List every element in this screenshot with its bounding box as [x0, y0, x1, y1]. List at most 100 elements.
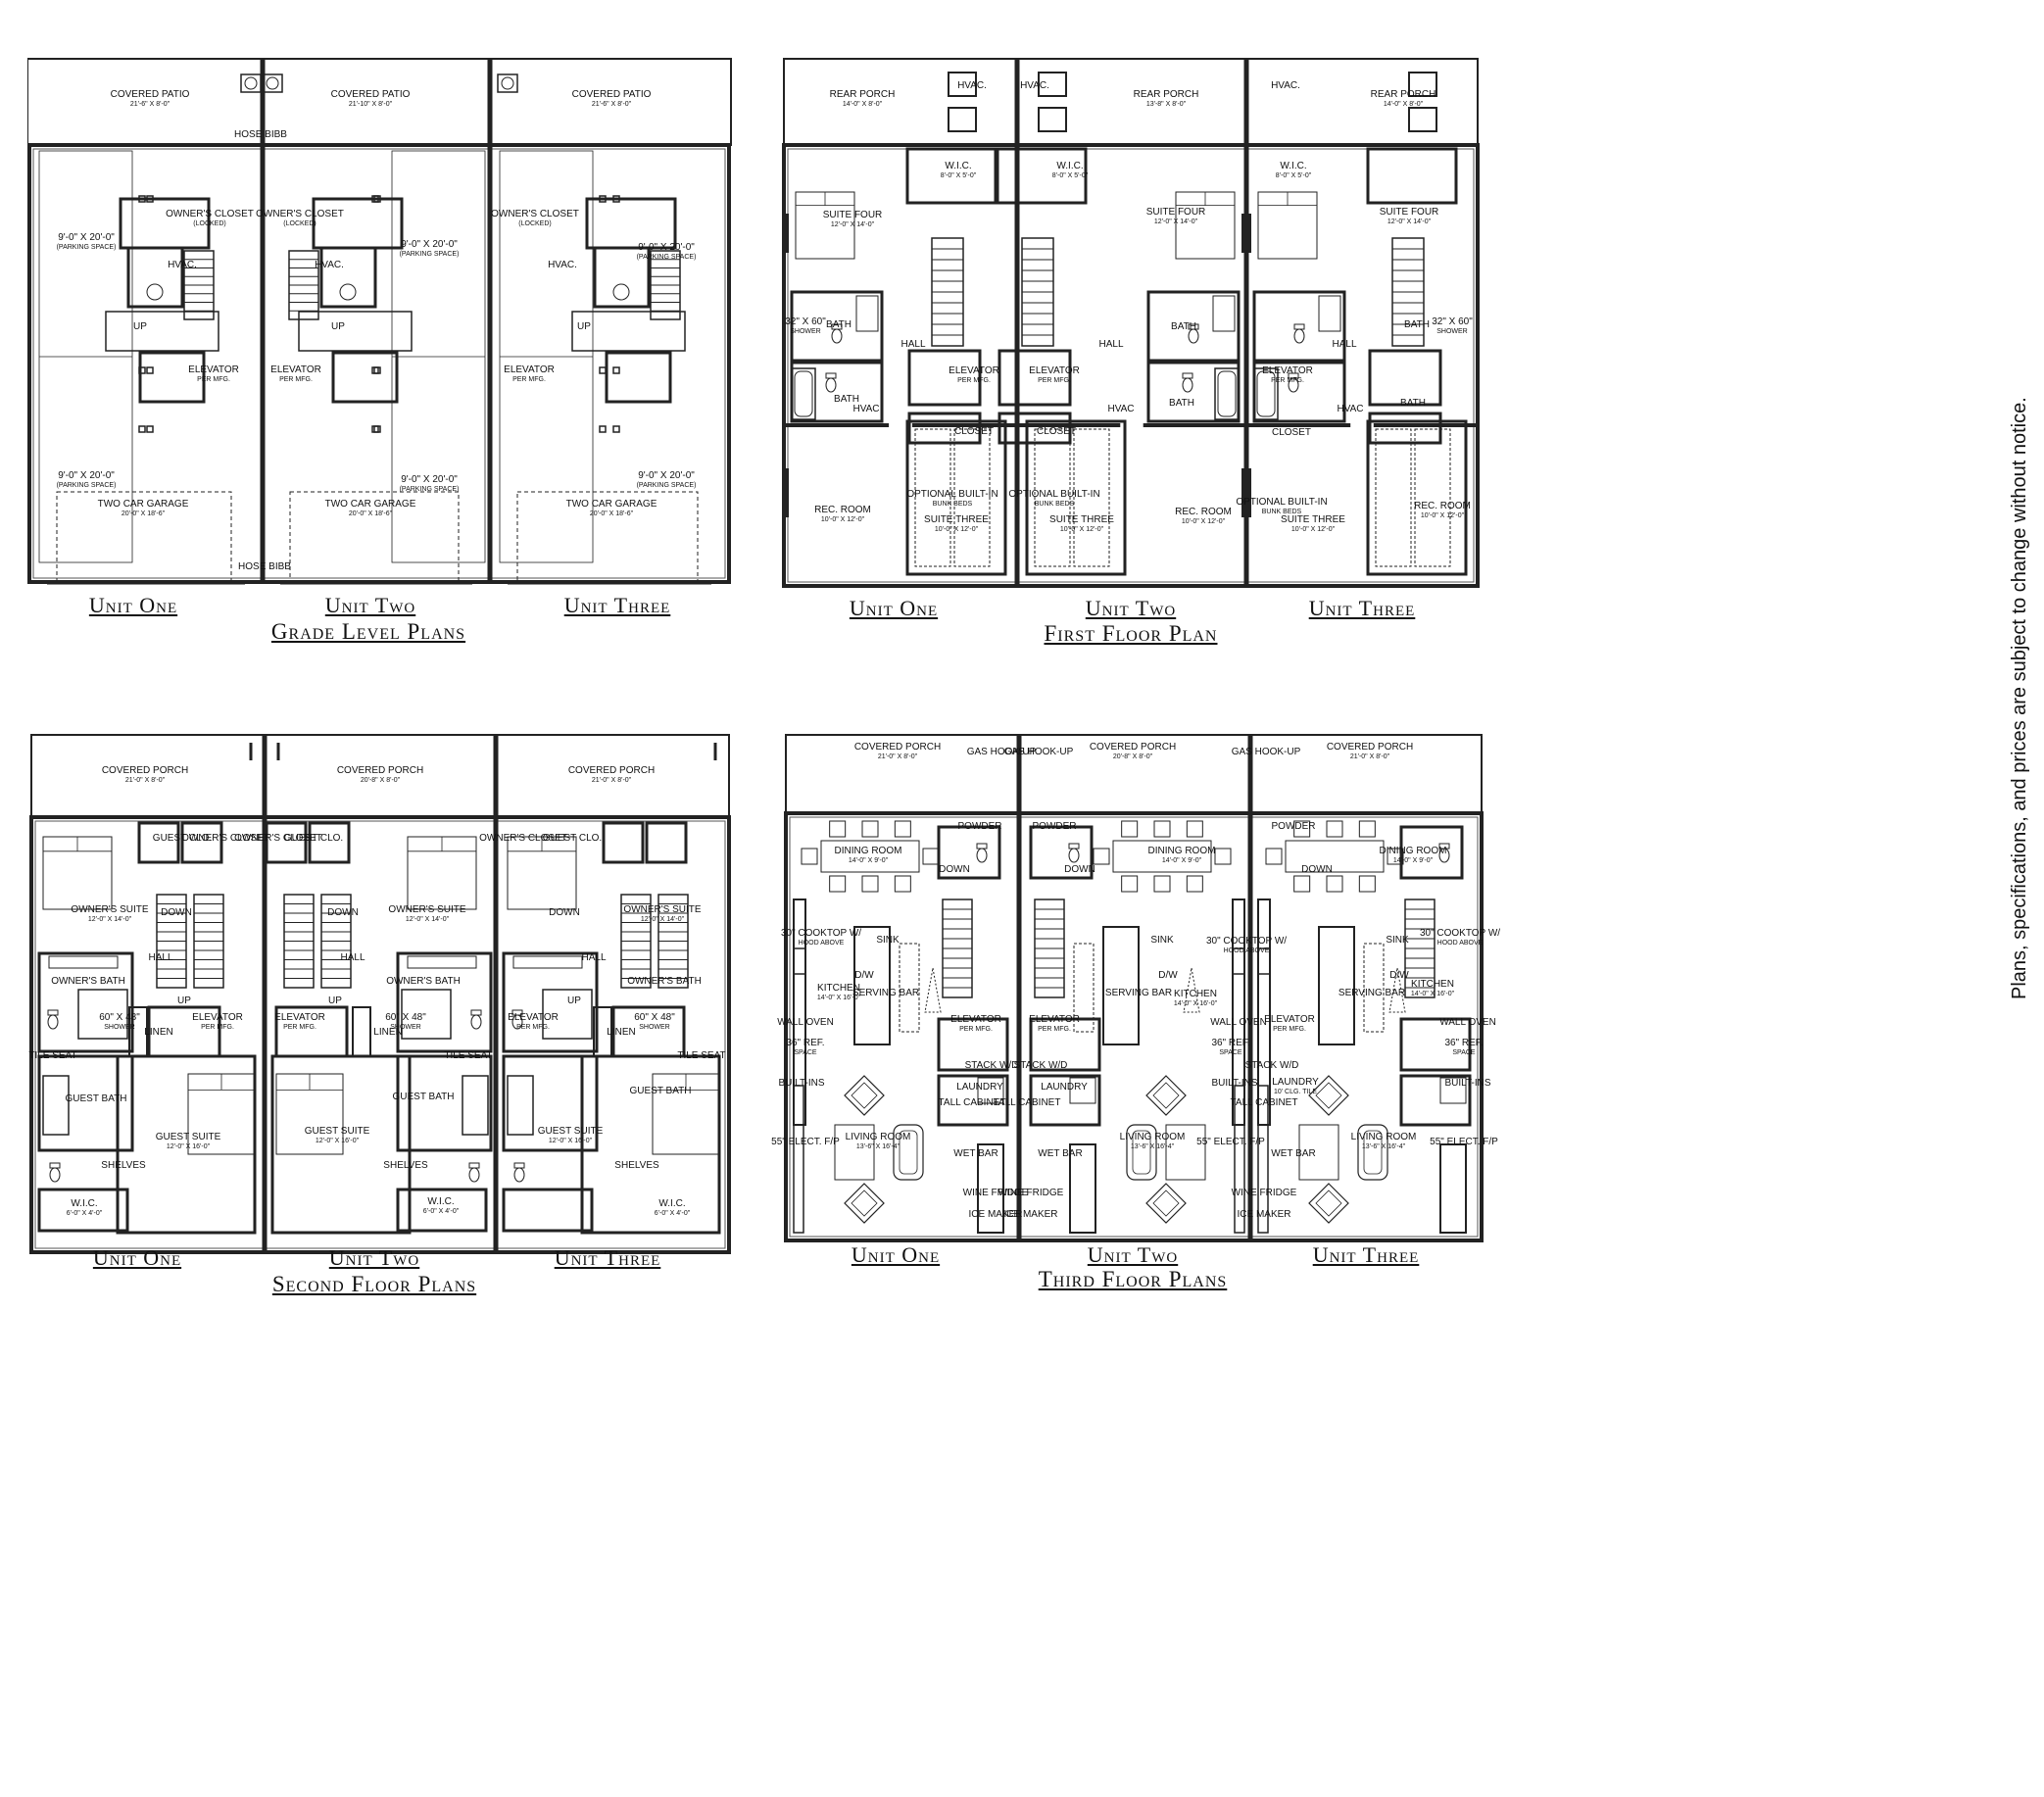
- toilet-tank: [468, 1162, 480, 1169]
- stair-landing: [105, 311, 219, 352]
- room-name: 36" Ref.: [1444, 1038, 1484, 1048]
- dining-chair: [1153, 875, 1171, 893]
- lounge-chair-seat: [1315, 1190, 1342, 1217]
- room-name: Up: [567, 996, 581, 1006]
- dining-chair: [1093, 848, 1110, 865]
- dining-chair: [1214, 848, 1232, 865]
- room-dimension: 14'-0" x 16'-0": [1410, 991, 1455, 997]
- room-dimension: 10'-0" x 12'-0": [1059, 526, 1104, 533]
- room-name: Stack W/D: [1244, 1060, 1299, 1071]
- room-name: Owner's Closet: [256, 209, 344, 219]
- room-name: Covered Patio: [110, 89, 190, 100]
- room-dimension: Space: [1452, 1049, 1476, 1056]
- room-name: HVAC.: [1271, 80, 1300, 91]
- cooktop: [1257, 947, 1271, 975]
- bath-room: [1146, 290, 1241, 363]
- room-name: Linen: [607, 1027, 636, 1038]
- room-name: 36" Ref.: [786, 1038, 825, 1048]
- sofa: [1357, 1124, 1388, 1181]
- elevator-shaft: [1029, 1017, 1101, 1072]
- elevator-label: ElevatorPer Mfg.: [270, 365, 321, 385]
- dining-chair: [829, 875, 847, 893]
- bunk-beds-label: Optional Built-InBunk Beds: [1008, 490, 1099, 510]
- room-name: Suite Four: [1145, 207, 1206, 218]
- room-dimension: Per Mfg.: [197, 376, 230, 383]
- room-name: Hall: [900, 339, 926, 350]
- closet-label: Closet: [1272, 428, 1311, 438]
- sink-label: Sink: [876, 936, 899, 946]
- kitchen-island: [1102, 926, 1140, 1045]
- room-name: Serving Bar: [1338, 988, 1406, 998]
- room-name: Guest Bath: [629, 1086, 692, 1096]
- dining-chair: [1121, 820, 1139, 838]
- stack-washer-dryer: [977, 1077, 1004, 1104]
- hvac-label: HVAC.: [957, 81, 987, 91]
- lounge-chair: [1308, 1075, 1349, 1116]
- room-name: 30" Cooktop w/: [1419, 928, 1501, 939]
- room-name: Shelves: [383, 1160, 428, 1171]
- two-car-garage-label: Two Car Garage20'-0" x 18'-6": [566, 500, 657, 519]
- linen-closet: [352, 1006, 371, 1057]
- hose-bibb-label: Hose Bibb: [238, 562, 291, 572]
- room-name: Elevator: [270, 364, 321, 375]
- room-name: Serving Bar: [852, 988, 920, 998]
- room-name: HVAC.: [1020, 80, 1049, 91]
- room-name: Suite Three: [924, 514, 989, 525]
- room-name: HVAC: [1107, 404, 1135, 414]
- room-dimension: Per Mfg.: [1038, 1026, 1071, 1033]
- dining-table: [1112, 840, 1212, 873]
- hvac-unit: [1038, 72, 1067, 97]
- room-dimension: 12'-0" x 14'-0": [87, 916, 132, 923]
- wet-bar-label: Wet Bar: [1038, 1149, 1082, 1159]
- column: [146, 366, 154, 374]
- room-name: Down: [1064, 864, 1095, 875]
- room-name: Hose Bibb: [234, 129, 287, 140]
- room-dimension: Hood Above: [1223, 947, 1270, 954]
- room-name: Gas Hook-Up: [966, 747, 1037, 757]
- room-dimension: 6'-0" x 4'-0": [654, 1210, 691, 1217]
- dining-chair: [1387, 848, 1404, 865]
- guest-bath-label: Guest Bath: [393, 1093, 455, 1102]
- room-name: HVAC.: [548, 260, 577, 270]
- room-dimension: 13'-8" x 8'-0": [1145, 101, 1187, 108]
- living-room-label: Living Room13'-6" x 16'-4": [1120, 1133, 1186, 1152]
- elevator-label: ElevatorPer Mfg.: [274, 1013, 325, 1033]
- column: [146, 195, 154, 203]
- room-name: Covered Porch: [1089, 742, 1177, 753]
- owners-closet: [585, 197, 677, 250]
- built-ins: [793, 1085, 804, 1234]
- room-name: Wine Fridge: [1231, 1188, 1297, 1198]
- room-name: Hall: [1332, 339, 1357, 350]
- grade-level-plans: Unit One Unit Two Unit Three Grade Level…: [27, 57, 733, 651]
- sofa-cushion: [899, 1130, 918, 1175]
- linen-label: Linen: [373, 1028, 402, 1038]
- building-outline: [782, 143, 1480, 588]
- cooktop: [793, 947, 806, 975]
- column: [373, 366, 381, 374]
- parking-space-label: 9'-0" x 20'-0"(Parking Space): [57, 233, 117, 253]
- down-label: Down: [327, 908, 359, 918]
- third-floor-plans: Unit One Unit Two Unit Three Third Floor…: [771, 733, 1500, 1301]
- room-dimension: 12'-0" x 16'-0": [166, 1143, 211, 1150]
- room-dimension: (Parking Space): [399, 251, 460, 258]
- room-name: Laundry: [956, 1082, 1003, 1093]
- room-name: Covered Porch: [336, 765, 424, 776]
- bunk-bed: [1034, 428, 1071, 567]
- rear-porch-label: Rear Porch13'-8" x 8'-0": [1134, 90, 1199, 110]
- room-dimension: 8'-0" x 5'-0": [940, 172, 977, 179]
- guest-closet-label: Guest Clo.: [153, 834, 212, 844]
- room-dimension: Per Mfg.: [201, 1024, 234, 1031]
- serving-bar-label: Serving Bar: [1105, 989, 1172, 998]
- column: [612, 366, 620, 374]
- powder-room: [1029, 825, 1094, 880]
- down-label: Down: [161, 908, 192, 918]
- built-ins: [1234, 1085, 1245, 1234]
- up-label: Up: [331, 322, 345, 332]
- guest-bath-label: Guest Bath: [630, 1087, 692, 1096]
- toilet-tank: [470, 1009, 482, 1016]
- room-dimension: Shower: [790, 328, 821, 335]
- hvac-label: HVAC.: [1020, 81, 1049, 91]
- dining-chair: [1358, 820, 1376, 838]
- kitchen-counter: [793, 898, 806, 1126]
- hvac-unit: [948, 72, 977, 97]
